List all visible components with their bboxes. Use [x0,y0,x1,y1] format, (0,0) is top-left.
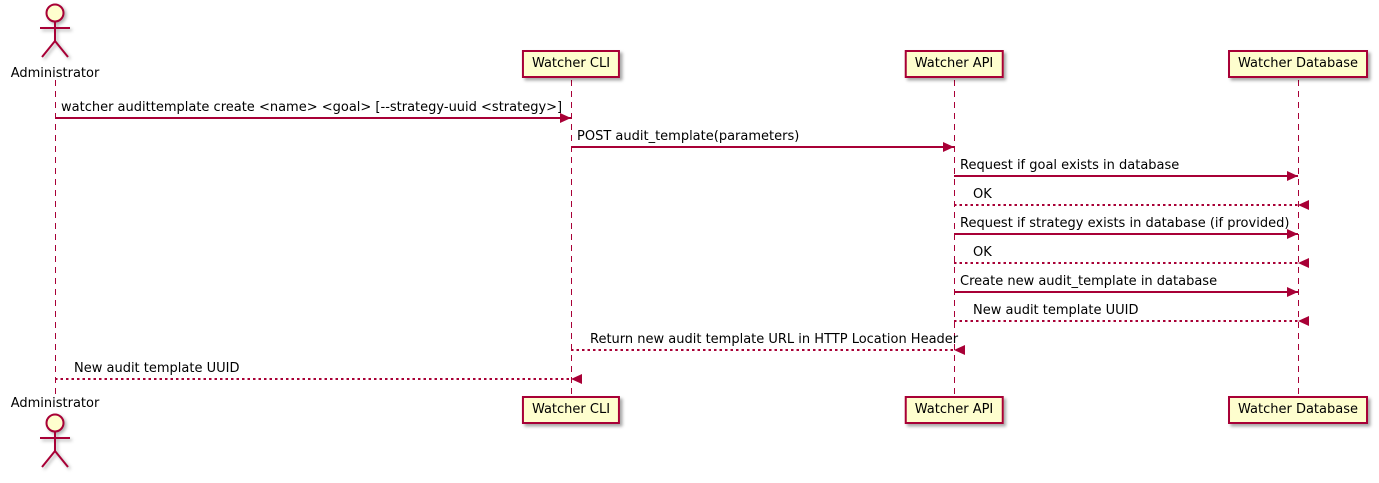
message-arrowhead-6 [1287,287,1298,297]
message-arrowhead-4 [1287,229,1298,239]
actor-label-admin-top: Administrator [10,66,100,81]
message-arrowhead-8 [954,345,965,355]
message-line-3 [954,204,1298,206]
participant-api-bottom: Watcher API [904,396,1004,424]
message-line-4 [954,233,1298,235]
message-line-2 [954,175,1298,177]
message-label-6: Create new audit_template in database [960,274,1218,289]
message-arrowhead-2 [1287,171,1298,181]
message-arrowhead-1 [943,142,954,152]
message-line-6 [954,291,1298,293]
actor-label-admin-bottom: Administrator [10,396,100,411]
message-line-9 [55,378,571,380]
message-line-1 [571,146,954,148]
participant-db-top: Watcher Database [1228,50,1368,78]
message-label-9: New audit template UUID [74,361,240,376]
message-label-5: OK [973,245,992,260]
lifeline-cli [570,80,572,396]
participant-db-bottom: Watcher Database [1228,396,1368,424]
message-arrowhead-7 [1298,316,1309,326]
message-arrowhead-3 [1298,200,1309,210]
message-line-8 [571,349,954,351]
message-line-5 [954,262,1298,264]
lifeline-admin [54,80,56,396]
message-label-0: watcher audittemplate create <name> <goa… [61,100,563,115]
message-label-2: Request if goal exists in database [960,158,1180,173]
lifeline-db [1297,80,1299,396]
message-line-0 [55,117,571,119]
message-label-1: POST audit_template(parameters) [577,129,800,144]
participant-api-top: Watcher API [904,50,1004,78]
message-arrowhead-0 [560,113,571,123]
message-arrowhead-5 [1298,258,1309,268]
participant-cli-top: Watcher CLI [521,50,621,78]
message-label-7: New audit template UUID [973,303,1139,318]
lifeline-api [953,80,955,396]
participant-cli-bottom: Watcher CLI [521,396,621,424]
message-label-3: OK [973,187,992,202]
actor-icon [35,3,75,65]
message-arrowhead-9 [571,374,582,384]
message-label-8: Return new audit template URL in HTTP Lo… [590,332,959,347]
message-line-7 [954,320,1298,322]
message-label-4: Request if strategy exists in database (… [960,216,1290,231]
actor-icon [35,413,75,475]
